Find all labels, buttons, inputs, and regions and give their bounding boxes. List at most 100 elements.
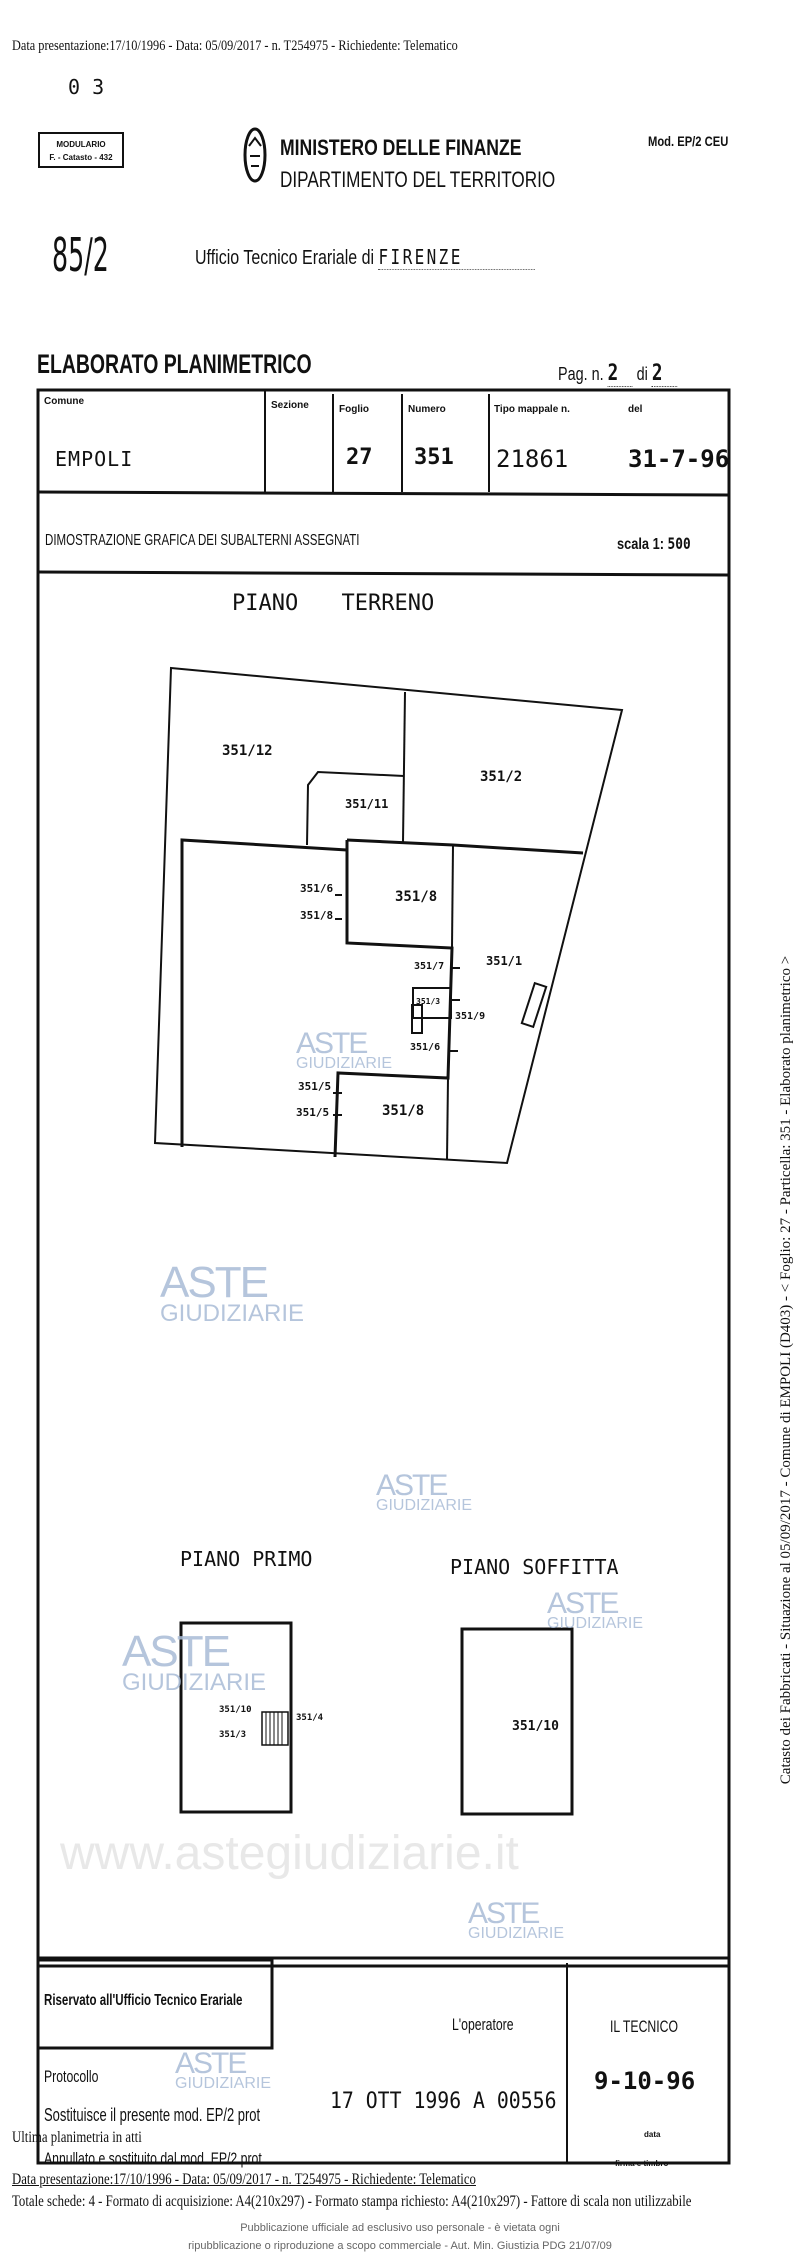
sostituisce-label: Sostituisce il presente mod. EP/2 prot — [44, 2105, 261, 2125]
col-header-tipo: Tipo mappale n. — [494, 404, 570, 415]
value-tipo: 21861 — [496, 445, 569, 473]
table-row-divider — [37, 490, 730, 497]
section-title: DIMOSTRAZIONE GRAFICA DEI SUBALTERNI ASS… — [45, 532, 360, 549]
sub-label: 351/1 — [486, 954, 523, 968]
watermark-giudiziarie: GIUDIZIARIE — [547, 1615, 644, 1632]
sub-label: 351/8 — [382, 1103, 425, 1119]
modulario-line2: F. - Catasto - 432 — [49, 153, 113, 162]
sub-label: 351/8 — [300, 909, 334, 922]
plan-primo — [179, 1621, 293, 1814]
value-del: 31-7-96 — [628, 445, 730, 473]
annullato-label: Annullato e sostituito dal mod. EP/2 pro… — [44, 2149, 262, 2168]
watermark-aste: ASTE — [160, 1258, 269, 1307]
col-header-numero: Numero — [408, 404, 446, 415]
office-label: Ufficio Tecnico Erariale di FIRENZE — [195, 245, 535, 270]
sub-label: 351/9 — [455, 1011, 486, 1022]
value-foglio: 27 — [346, 445, 373, 470]
publication-line-1: Pubblicazione ufficiale ad esclusivo uso… — [240, 2222, 560, 2234]
watermark-aste: ASTE — [468, 1897, 540, 1930]
page-of-label: di — [636, 364, 648, 384]
sub-label: 351/5 — [298, 1080, 332, 1093]
data-label: data — [644, 2130, 661, 2139]
firma-label: firma e timbro — [615, 2159, 669, 2168]
watermark-url: www.astegiudiziarie.it — [60, 1827, 519, 1880]
plan-soffitta — [460, 1627, 574, 1816]
section-divider — [37, 570, 730, 577]
sub-label: 351/8 — [395, 889, 438, 905]
modulario-stamp: MODULARIO F. - Catasto - 432 — [38, 132, 124, 168]
watermark-giudiziarie: GIUDIZIARIE — [376, 1497, 473, 1514]
sub-label: 351/2 — [480, 769, 523, 785]
col-header-comune: Comune — [44, 396, 84, 407]
watermark-aste: ASTE — [547, 1587, 619, 1620]
publication-line-2: ripubblicazione o riproduzione a scopo c… — [188, 2240, 612, 2252]
plan-title-terreno: PIANO TERRENO — [232, 591, 435, 616]
col-header-foglio: Foglio — [339, 404, 369, 415]
header-line: Data presentazione:17/10/1996 - Data: 05… — [12, 38, 458, 54]
page-total: 2 — [651, 361, 677, 387]
sub-label: 351/7 — [414, 961, 445, 972]
footer-line-1: Data presentazione:17/10/1996 - Data: 05… — [12, 2171, 476, 2188]
scale-indicator: scala 1: 500 — [617, 535, 691, 554]
ultima-planimetria: Ultima planimetria in atti — [12, 2129, 142, 2146]
sub-label: 351/3 — [416, 997, 441, 1006]
document-title: ELABORATO PLANIMETRICO — [37, 349, 312, 379]
page-label: Pag. n. — [558, 364, 604, 384]
scale-label: scala 1: — [617, 536, 664, 553]
emblem-icon — [243, 126, 267, 184]
page-current: 2 — [607, 361, 633, 387]
model-code: Mod. EP/2 CEU — [648, 133, 729, 149]
watermark-giudiziarie: GIUDIZIARIE — [160, 1299, 305, 1327]
sub-label: 351/10 — [219, 1705, 252, 1715]
plan-title-soffitta: PIANO SOFFITTA — [450, 1555, 619, 1579]
sub-label: 351/12 — [222, 743, 273, 759]
page-indicator: Pag. n. 2 di 2 — [558, 361, 677, 387]
footer-line-2: Totale schede: 4 - Formato di acquisizio… — [12, 2193, 692, 2210]
sub-label: 351/3 — [219, 1730, 247, 1740]
value-comune: EMPOLI — [55, 447, 134, 471]
office-label-text: Ufficio Tecnico Erariale di — [195, 247, 375, 269]
sub-label: 351/5 — [296, 1106, 330, 1119]
col-header-sezione: Sezione — [271, 400, 309, 411]
scale-value: 500 — [667, 534, 691, 553]
sub-label: 351/4 — [296, 1713, 324, 1723]
footer-box — [36, 1956, 731, 2165]
office-value: FIRENZE — [378, 245, 535, 270]
ministry-subtitle: DIPARTIMENTO DEL TERRITORIO — [280, 167, 556, 192]
tecnico-label: IL TECNICO — [610, 2017, 679, 2036]
riservato-label: Riservato all'Ufficio Tecnico Erariale — [44, 1992, 243, 2009]
plan-terreno — [153, 666, 624, 1165]
ministry-title: MINISTERO DELLE FINANZE — [280, 135, 522, 160]
form-frame — [36, 388, 731, 1968]
watermark-giudiziarie: GIUDIZIARIE — [468, 1925, 565, 1942]
protocollo-stamp: 17 OTT 1996 A 00556 — [330, 2089, 557, 2114]
watermark-aste: ASTE — [296, 1027, 368, 1060]
sub-label: 351/11 — [345, 797, 389, 811]
sub-label: 351/6 — [410, 1042, 441, 1053]
col-header-del: del — [628, 404, 643, 415]
watermark-giudiziarie: GIUDIZIARIE — [122, 1668, 267, 1696]
corner-note: 0 3 — [68, 75, 105, 99]
watermark-giudiziarie: GIUDIZIARIE — [296, 1055, 393, 1072]
tecnico-date: 9-10-96 — [594, 2067, 696, 2095]
watermark-aste: ASTE — [122, 1627, 231, 1676]
operatore-label: L'operatore — [452, 2015, 514, 2034]
handwritten-code: 85/2 — [52, 228, 109, 282]
sub-label: 351/10 — [512, 1719, 559, 1734]
plan-title-primo: PIANO PRIMO — [180, 1547, 313, 1571]
watermark-aste: ASTE — [175, 2047, 247, 2080]
watermark-aste: ASTE — [376, 1469, 448, 1502]
sub-label: 351/6 — [300, 882, 334, 895]
watermark-giudiziarie: GIUDIZIARIE — [175, 2075, 272, 2092]
value-numero: 351 — [414, 445, 454, 470]
modulario-line1: MODULARIO — [56, 140, 106, 149]
protocollo-label: Protocollo — [44, 2067, 99, 2086]
